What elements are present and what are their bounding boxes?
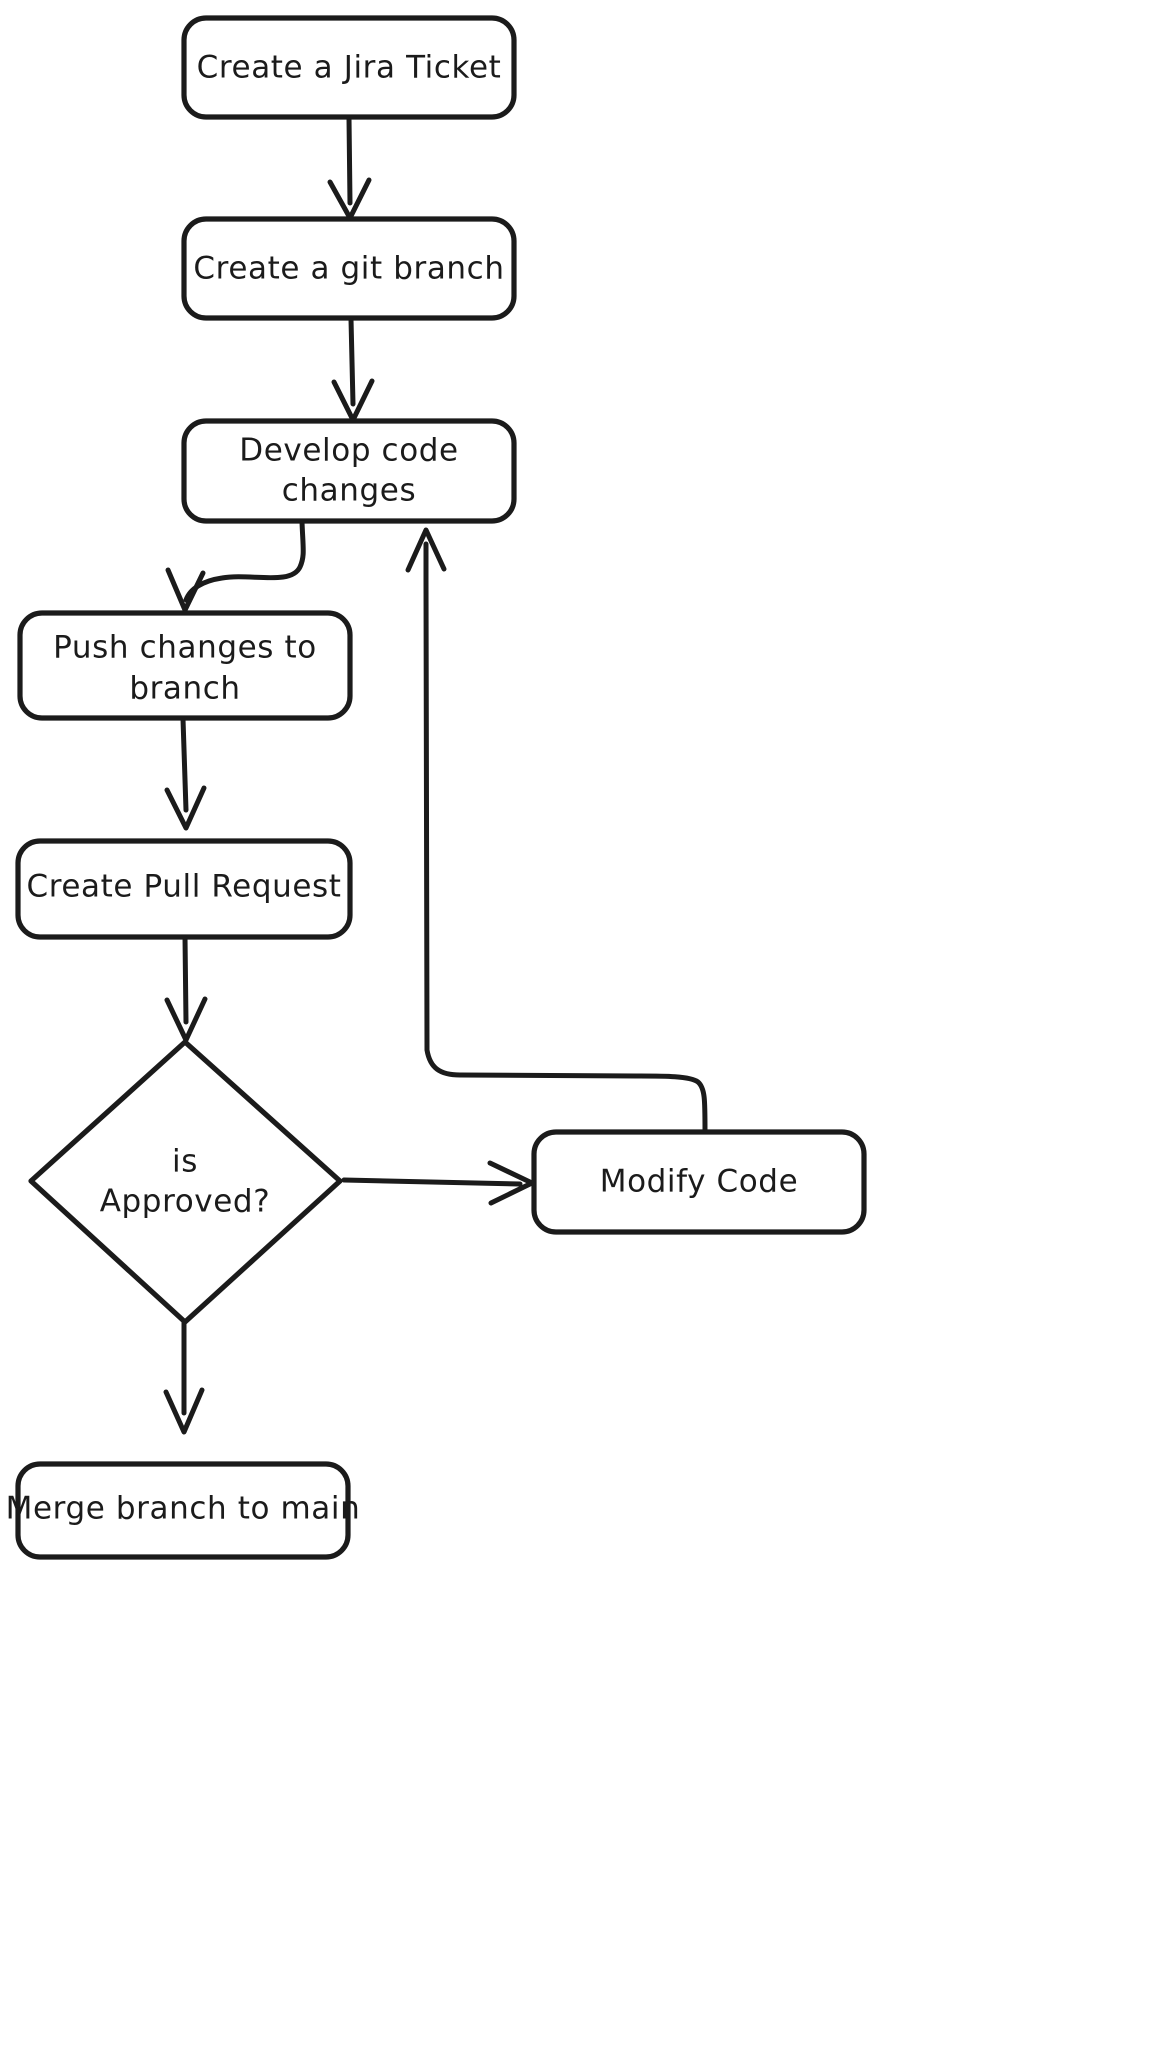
node-merge-branch-to-main[interactable]: Merge branch to main [6, 1461, 361, 1560]
node-label-merge-branch-to-main: Merge branch to main [6, 1491, 361, 1527]
edge-branch-to-develop [331, 316, 375, 423]
edge-modify-to-develop [405, 527, 708, 1134]
node-shape-create-jira-ticket [181, 15, 517, 120]
node-shape-merge-branch-to-main [15, 1461, 351, 1560]
node-create-jira-ticket[interactable]: Create a Jira Ticket [181, 15, 517, 120]
node-shape-push-changes-to-branch [17, 610, 353, 721]
node-label-is-approved-line1: is [172, 1144, 198, 1180]
node-label-create-jira-ticket: Create a Jira Ticket [197, 50, 502, 86]
edge-develop-to-push [165, 519, 306, 613]
edge-push-to-pr [164, 716, 207, 831]
edge-approved-to-merge [163, 1319, 205, 1435]
node-label-push-changes-to-branch-line2: branch [129, 671, 240, 707]
node-create-git-branch[interactable]: Create a git branch [181, 216, 517, 321]
node-is-approved-decision[interactable]: is Approved? [28, 1039, 343, 1325]
node-modify-code[interactable]: Modify Code [531, 1129, 867, 1235]
node-shape-create-git-branch [181, 216, 517, 321]
edge-jira-to-branch [327, 115, 372, 221]
node-shape-develop-code-changes [181, 418, 517, 524]
node-label-is-approved-line2: Approved? [100, 1184, 271, 1220]
node-label-develop-code-changes-line2: changes [282, 473, 416, 509]
node-develop-code-changes[interactable]: Develop code changes [181, 418, 517, 524]
node-label-modify-code: Modify Code [600, 1164, 799, 1200]
node-shape-is-approved-decision [28, 1039, 343, 1325]
edge-approved-to-modify [341, 1160, 535, 1206]
node-label-create-pull-request: Create Pull Request [26, 869, 341, 905]
node-label-develop-code-changes-line1: Develop code [239, 433, 458, 469]
node-shape-modify-code [531, 1129, 867, 1235]
edge-pr-to-approved [164, 934, 208, 1043]
node-label-create-git-branch: Create a git branch [193, 251, 504, 287]
node-create-pull-request[interactable]: Create Pull Request [15, 838, 353, 940]
node-label-push-changes-to-branch-line1: Push changes to [53, 630, 317, 666]
node-push-changes-to-branch[interactable]: Push changes to branch [17, 610, 353, 721]
node-shape-create-pull-request [15, 838, 353, 940]
